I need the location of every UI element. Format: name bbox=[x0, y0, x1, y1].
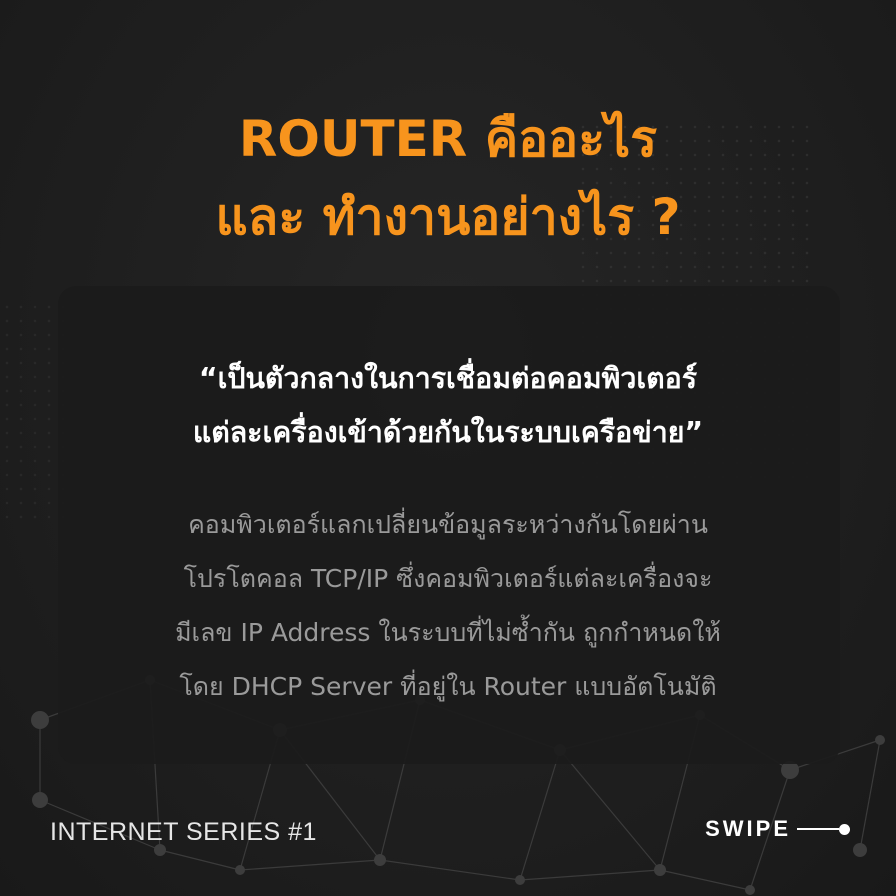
explanation-text: คอมพิวเตอร์แลกเปลี่ยนข้อมูลระหว่างกันโดย… bbox=[0, 498, 896, 714]
series-label: INTERNET SERIES #1 bbox=[50, 818, 317, 846]
page-title: ROUTER คืออะไร และ ทำงานอย่างไร ? bbox=[0, 100, 896, 256]
body-line-1: คอมพิวเตอร์แลกเปลี่ยนข้อมูลระหว่างกันโดย… bbox=[188, 510, 708, 539]
swipe-indicator[interactable]: SWIPE bbox=[705, 816, 850, 842]
content-card bbox=[58, 286, 840, 764]
title-line-1: ROUTER คืออะไร bbox=[238, 110, 658, 168]
swipe-arrow-line bbox=[797, 828, 839, 830]
quote-line-2: แต่ละเครื่องเข้าด้วยกันในระบบเครือข่าย” bbox=[192, 416, 704, 449]
body-line-2: โปรโตคอล TCP/IP ซึ่งคอมพิวเตอร์แต่ละเครื… bbox=[183, 564, 713, 593]
swipe-label: SWIPE bbox=[705, 816, 791, 841]
body-line-4: โดย DHCP Server ที่อยู่ใน Router แบบอัตโ… bbox=[179, 672, 717, 701]
quote-line-1: “เป็นตัวกลางในการเชื่อมต่อคอมพิวเตอร์ bbox=[198, 362, 698, 395]
definition-quote: “เป็นตัวกลางในการเชื่อมต่อคอมพิวเตอร์ แต… bbox=[0, 352, 896, 460]
swipe-dot-icon bbox=[839, 823, 850, 835]
title-line-2: และ ทำงานอย่างไร ? bbox=[215, 188, 681, 246]
body-line-3: มีเลข IP Address ในระบบที่ไม่ซ้ำกัน ถูกก… bbox=[175, 618, 721, 647]
